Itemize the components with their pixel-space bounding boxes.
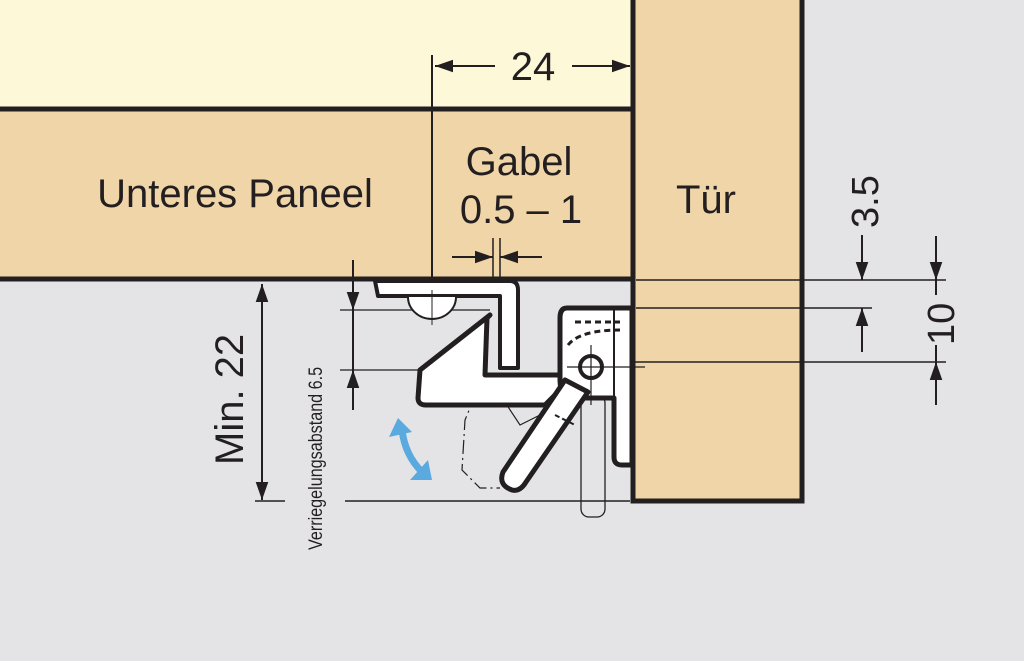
dimension-10-label: 10 xyxy=(921,303,963,345)
dimension-24: 24 xyxy=(431,45,630,295)
dimension-3-5-label: 3.5 xyxy=(845,175,887,228)
lower-panel-label: Unteres Paneel xyxy=(97,172,373,216)
lock-distance-label: Verriegelungsabstand 6.5 xyxy=(305,367,327,550)
curved-double-arrow-icon xyxy=(389,418,432,480)
door-label: Tür xyxy=(676,178,736,222)
fork-range-label: 0.5 – 1 xyxy=(460,188,582,232)
fork-label: Gabel xyxy=(466,140,573,184)
dimension-min-22 xyxy=(255,284,630,502)
door xyxy=(630,0,805,504)
dimension-24-label: 24 xyxy=(511,45,556,89)
dimension-min-22-label: Min. 22 xyxy=(208,334,252,465)
latch-mechanism xyxy=(415,305,645,518)
dimension-lines-right xyxy=(590,235,946,405)
lower-panel xyxy=(0,106,636,282)
fork-plate xyxy=(373,279,520,370)
